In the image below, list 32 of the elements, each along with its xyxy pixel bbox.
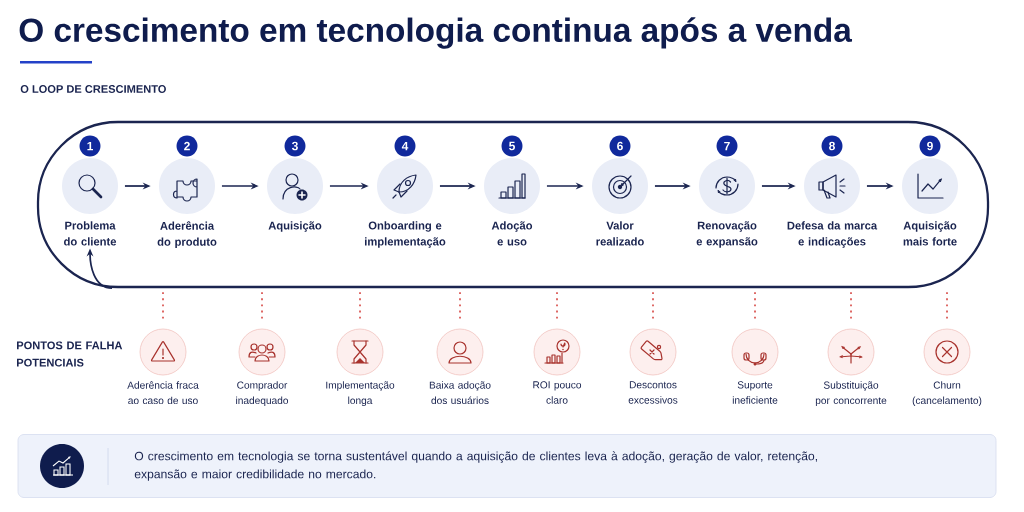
number-badge: 2 <box>176 135 198 157</box>
number-badge: 6 <box>609 135 631 157</box>
section-label: O LOOP DE CRESCIMENTO <box>20 85 166 93</box>
step-label: Valor realizado <box>596 221 644 246</box>
number-badge: 8 <box>821 135 843 157</box>
failure-label: Descontos excessivos <box>628 381 678 404</box>
title: O crescimento em tecnologia continua após a venda <box>19 17 852 49</box>
section-label: PONTOS DE FALHA POTENCIAIS <box>17 341 123 367</box>
step-label: Aquisição mais forte <box>903 221 957 246</box>
number-badge: 1 <box>79 135 101 157</box>
note-text: O crescimento em tecnologia se torna sustentável quando a aquisição de clientes leva à adoção, geração de valor, retenção, expansão e maior credibilidade no mercado. <box>134 451 817 481</box>
step-label: Problema do cliente <box>64 221 117 246</box>
failure-label: ROI pouco claro <box>533 381 582 404</box>
step-label: Adoção e uso <box>491 221 533 246</box>
step-label: Renovação e expansão <box>696 221 758 248</box>
number-badge: 3 <box>284 135 306 157</box>
failure-label: Implementação longa <box>326 381 395 407</box>
failure-label: Substituição por concorrente <box>815 381 887 407</box>
number-badge: 7 <box>716 135 738 157</box>
step-label: Aquisição <box>268 221 322 232</box>
number-badge: 4 <box>394 135 416 157</box>
number-badge: 5 <box>501 135 523 157</box>
failure-label: Baixa adoção dos usuários <box>429 381 491 405</box>
failure-label: Comprador inadequado <box>236 381 289 407</box>
failure-label: Churn (cancelamento) <box>912 381 982 407</box>
step-label: Onboarding e implementação <box>365 221 446 248</box>
step-label: Aderência do produto <box>157 221 217 248</box>
loop-outline <box>36 120 990 289</box>
failure-label: Suporte ineficiente <box>732 381 778 404</box>
number-badge: 9 <box>919 135 941 157</box>
failure-label: Aderência fraca ao caso de uso <box>127 381 199 405</box>
step-label: Defesa da marca e indicações <box>787 221 878 248</box>
